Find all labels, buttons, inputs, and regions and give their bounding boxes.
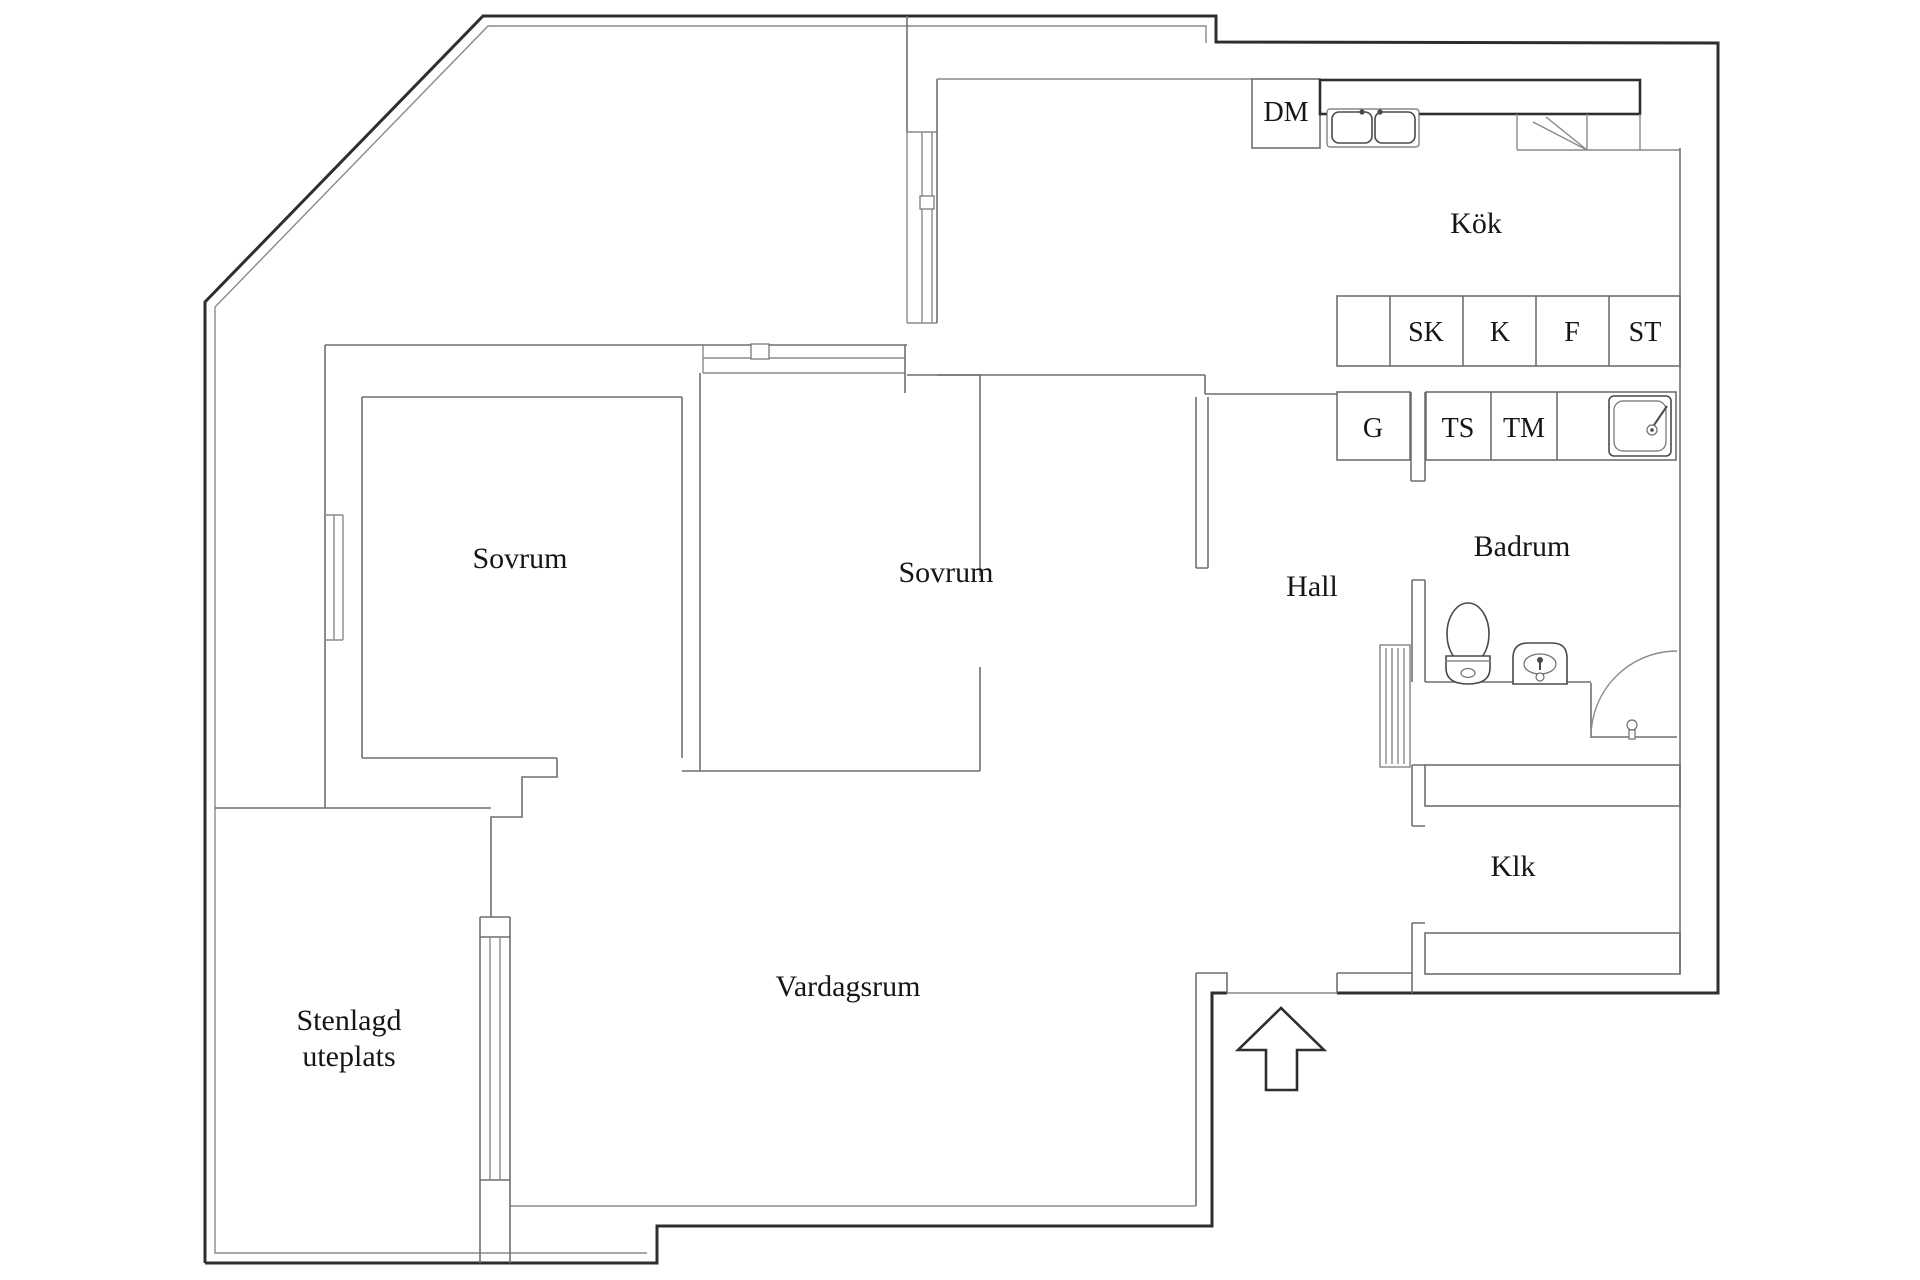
hall-left-wall — [1195, 397, 1209, 569]
label-uteplats-line1: Stenlagd — [297, 1004, 402, 1037]
label-sovrum-2: Sovrum — [898, 556, 993, 589]
window-icon — [325, 514, 344, 641]
kitchen-sink-icon — [1326, 108, 1420, 148]
room-klk — [1411, 764, 1681, 993]
cabinet-label-f: F — [1564, 317, 1580, 348]
label-g: G — [1363, 413, 1383, 444]
kitchen-bottom-wall — [937, 374, 1337, 395]
entrance-jambs — [1195, 972, 1412, 1206]
label-sovrum-1: Sovrum — [472, 542, 567, 575]
door-swing-icon — [1590, 650, 1678, 740]
label-klk: Klk — [1491, 850, 1536, 883]
room-sovrum-1 — [215, 345, 683, 917]
outer-wall-path — [203, 14, 1720, 1265]
klk-wall-stubs — [1411, 764, 1425, 993]
wall-jog — [490, 758, 558, 917]
bathroom-left-wall — [1411, 579, 1426, 682]
laundry-row: G TS TM — [1336, 391, 1677, 482]
cabinet-label-sk: SK — [1408, 317, 1444, 348]
kitchen-counter — [1318, 78, 1642, 116]
label-vardagsrum: Vardagsrum — [776, 970, 921, 1003]
outer-walls — [203, 14, 1720, 1265]
label-hall: Hall — [1286, 570, 1338, 603]
label-dm: DM — [1263, 97, 1308, 128]
cabinet-g-box — [1336, 391, 1411, 461]
klk-shelf-top — [1424, 764, 1681, 807]
label-kok: Kök — [1450, 207, 1502, 240]
room-badrum — [1411, 148, 1681, 974]
room-labels: Kök Sovrum Sovrum Hall Badrum Klk Vardag… — [297, 97, 1571, 1073]
kitchen-cabinet-row: SK K F ST — [1336, 295, 1681, 367]
wall-stub — [1410, 392, 1426, 482]
outer-wall-inner-line — [214, 25, 1207, 1254]
klk-shelf-bottom — [1424, 932, 1681, 975]
cabinet-label-st: ST — [1629, 317, 1662, 348]
room-hall — [1195, 397, 1411, 768]
cabinet-label-k: K — [1490, 317, 1510, 348]
window-icon — [702, 343, 905, 374]
laundry-boxes — [1425, 391, 1677, 461]
radiator-icon — [1379, 644, 1411, 768]
label-tm: TM — [1503, 413, 1545, 444]
room-kok: SK K F ST — [937, 78, 1681, 395]
room-vardagsrum — [479, 916, 1196, 1263]
laundry-sink-icon — [1608, 395, 1672, 457]
label-badrum: Badrum — [1474, 530, 1571, 563]
interior-walls-top-left — [325, 16, 938, 393]
entrance-arrow-icon — [1234, 1006, 1328, 1092]
entrance — [1195, 972, 1412, 1206]
sovrum1-walls — [361, 396, 683, 759]
corner-cabinet-fan-icon — [1516, 114, 1680, 151]
window-icon — [906, 131, 937, 324]
label-uteplats-line2: uteplats — [302, 1040, 395, 1073]
washbasin-icon — [1512, 642, 1568, 685]
label-ts: TS — [1442, 413, 1475, 444]
toilet-icon — [1445, 602, 1491, 685]
patio-door-icon — [479, 916, 511, 1263]
